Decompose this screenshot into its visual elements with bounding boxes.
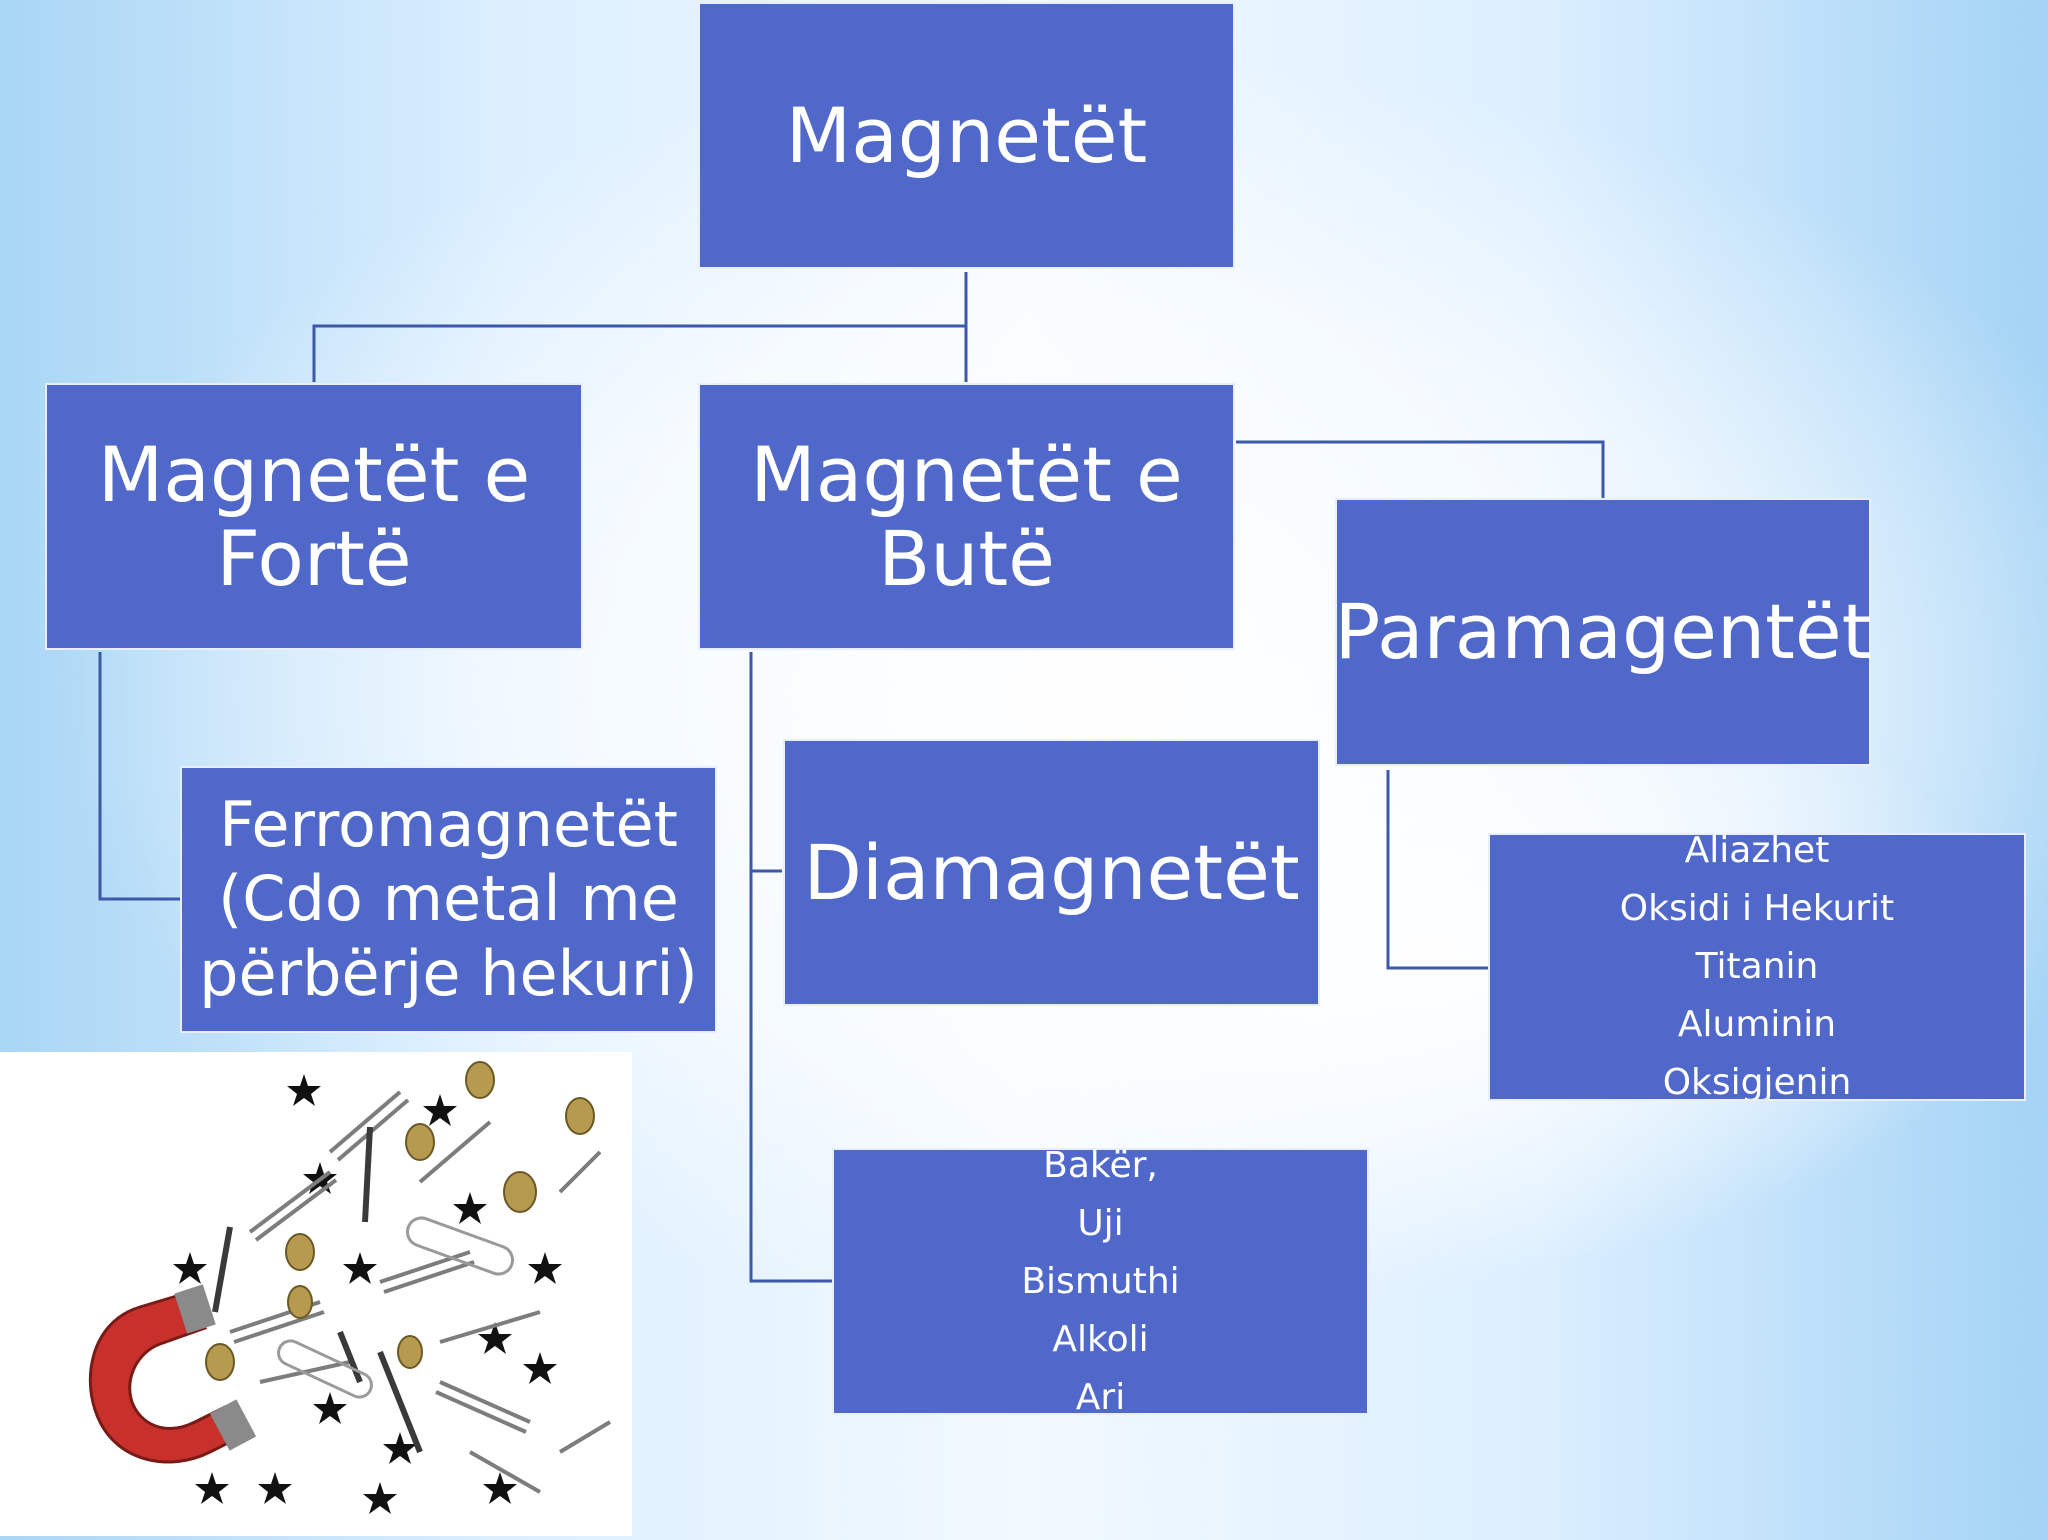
paramagnet-example: Oksidi i Hekurit bbox=[1619, 888, 1895, 929]
diamagnet-example: Alkoli bbox=[1052, 1318, 1149, 1360]
diamagnet-examples-box: Bakër, Uji Bismuthi Alkoli Ari bbox=[832, 1148, 1369, 1415]
ferromagnets-box: Ferromagnetët (Cdo metal me përbërje hek… bbox=[180, 766, 717, 1033]
strong-magnets-label-line1: Magnetët e bbox=[97, 429, 531, 519]
magnets-root-box: Magnetët bbox=[698, 2, 1235, 269]
ferromagnets-line1: Ferromagnetët bbox=[219, 787, 678, 861]
connector-soft-dia bbox=[749, 652, 832, 1283]
paramagnet-example: Oksigjenin bbox=[1662, 1062, 1852, 1101]
screw-icons bbox=[212, 1126, 423, 1454]
paperclip-icons bbox=[277, 1216, 515, 1399]
connector-soft-para bbox=[1236, 440, 1605, 498]
magnets-root-label: Magnetët bbox=[785, 90, 1148, 180]
paramagnets-label: Paramagentët bbox=[1334, 587, 1872, 677]
magnet-attracting-objects-image bbox=[88, 1061, 612, 1514]
soft-magnets-box: Magnetët e Butë bbox=[698, 383, 1235, 650]
paramagnet-example: Aluminin bbox=[1677, 1004, 1837, 1045]
horseshoe-magnet-icon bbox=[88, 1284, 257, 1464]
paramagnet-example: Aliazhet bbox=[1684, 833, 1830, 871]
paramagnets-box: Paramagentët bbox=[1335, 498, 1871, 766]
connector-strong-ferro bbox=[98, 652, 180, 901]
diamagnet-example: Ari bbox=[1075, 1376, 1126, 1415]
connector-root-strong bbox=[312, 272, 968, 382]
safety-pin-icons bbox=[229, 1090, 612, 1494]
paramagnet-examples-box: Aliazhet Oksidi i Hekurit Titanin Alumin… bbox=[1488, 833, 2026, 1101]
diamagnet-example: Bismuthi bbox=[1021, 1260, 1180, 1302]
diamagnets-label: Diamagnetët bbox=[803, 827, 1300, 917]
diamagnet-example: Uji bbox=[1077, 1202, 1124, 1244]
connector-para-examples bbox=[1386, 770, 1488, 970]
strong-magnets-label-line2: Fortë bbox=[216, 513, 412, 603]
soft-magnets-label-line1: Magnetët e bbox=[750, 429, 1183, 519]
ferromagnets-line2: (Cdo metal me bbox=[218, 862, 679, 936]
ferromagnets-line3: përbërje hekuri) bbox=[199, 936, 698, 1010]
thumbtack-icons bbox=[205, 1061, 595, 1381]
magnet-illustration bbox=[0, 1052, 632, 1536]
strong-magnets-box: Magnetët e Fortë bbox=[45, 383, 583, 650]
paramagnet-example: Titanin bbox=[1695, 946, 1819, 987]
diamagnet-example: Bakër, bbox=[1043, 1148, 1158, 1186]
diamagnets-box: Diamagnetët bbox=[783, 739, 1320, 1006]
soft-magnets-label-line2: Butë bbox=[878, 513, 1055, 603]
